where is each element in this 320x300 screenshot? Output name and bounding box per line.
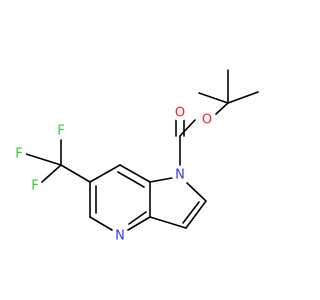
bond-c2-c3 xyxy=(185,200,207,229)
bonds-layer xyxy=(25,69,259,231)
bond-c6-cf3 xyxy=(60,164,91,183)
bond-c7a-c7-double xyxy=(117,171,145,188)
bond-tbu-c-ch3-right xyxy=(227,91,259,104)
bond-c7a-c7 xyxy=(119,164,151,183)
bond-c2-c3-double xyxy=(182,201,200,224)
bond-o-carbonyl-c xyxy=(179,119,196,137)
bond-n1-c2 xyxy=(186,182,207,202)
svg-text:O: O xyxy=(202,113,212,128)
bond-cf3-f-bottom xyxy=(41,164,62,183)
bond-tbu-c-o xyxy=(215,102,229,115)
molecule-canvas: F F F N N O O xyxy=(12,69,259,244)
svg-text:O: O xyxy=(175,106,185,121)
atom-fluorine-left: F xyxy=(12,147,26,162)
bond-c5-n4 xyxy=(89,216,113,231)
bond-n4-c3a xyxy=(127,216,151,231)
molecule-structure-diagram: F F F N N O O xyxy=(12,69,259,244)
atom-fluorine-top: F xyxy=(54,124,68,139)
atom-fluorine-bottom: F xyxy=(28,179,42,194)
svg-text:N: N xyxy=(115,229,125,244)
atom-nitrogen-pyrrole: N xyxy=(172,167,188,183)
svg-text:F: F xyxy=(15,147,22,162)
bond-c7a-n1 xyxy=(149,177,173,183)
bond-tbu-c-ch3-left xyxy=(198,92,229,104)
atom-nitrogen-pyridine: N xyxy=(112,228,128,244)
bond-c7-c6 xyxy=(89,164,121,183)
svg-text:F: F xyxy=(57,124,64,139)
svg-text:N: N xyxy=(175,168,185,183)
svg-text:F: F xyxy=(31,179,38,194)
bond-c3-c3a xyxy=(149,216,187,229)
atom-oxygen-carbonyl: O xyxy=(172,105,188,121)
bond-n4-c3a-double xyxy=(128,211,147,225)
bond-cf3-f-left xyxy=(25,153,62,166)
atom-oxygen-ester: O xyxy=(199,112,215,128)
atoms-layer: F F F N N O O xyxy=(12,105,215,244)
